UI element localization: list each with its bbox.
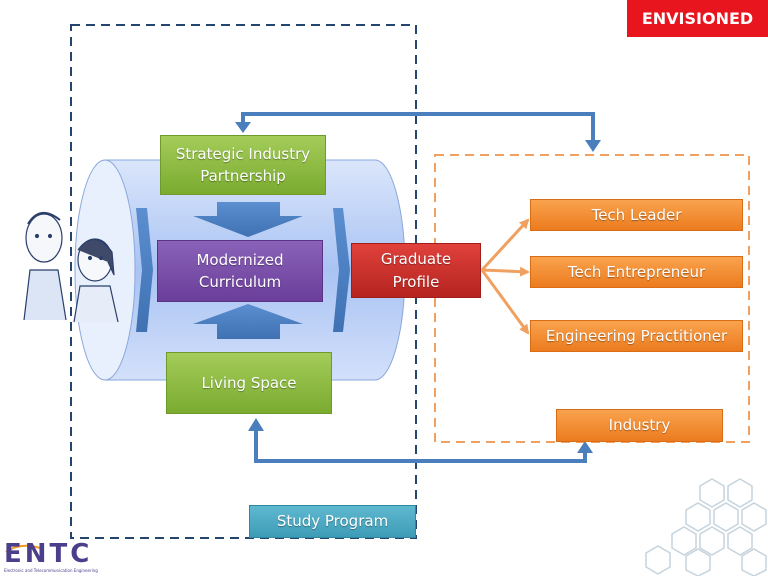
industry-box: Industry	[556, 409, 723, 442]
top-connector	[241, 112, 595, 142]
strategic-partnership-box: Strategic Industry Partnership	[160, 135, 326, 195]
students-illustration-icon	[23, 212, 119, 323]
top-connector-right-head	[585, 140, 601, 152]
tech-leader-box: Tech Leader	[530, 199, 743, 231]
engineering-practitioner-box: Engineering Practitioner	[530, 320, 743, 352]
up-arrow-icon	[193, 304, 303, 339]
bottom-connector-right-head	[577, 441, 593, 453]
top-connector-left-head	[235, 122, 251, 133]
right-chevron-icon	[333, 208, 350, 332]
bottom-connector	[254, 428, 587, 463]
graduate-fan-arrows	[480, 218, 530, 335]
modernized-curriculum-box: Modernized Curriculum	[157, 240, 323, 302]
bottom-connector-left-head	[248, 418, 264, 431]
hexagon-pattern-icon	[645, 478, 767, 576]
tech-entrepreneur-box: Tech Entrepreneur	[530, 256, 743, 288]
living-space-box: Living Space	[166, 352, 332, 414]
graduate-profile-box: Graduate Profile	[351, 243, 481, 298]
envisioned-tag: ENVISIONED	[627, 0, 768, 37]
entc-logo: ENTC	[4, 539, 93, 569]
logo-swoosh-icon	[5, 544, 41, 553]
study-program-box: Study Program	[249, 505, 416, 538]
entc-logo-subtitle: Electronic and Telecommunication Enginee…	[4, 568, 98, 573]
left-chevron-icon	[136, 208, 153, 332]
down-arrow-icon	[193, 202, 303, 237]
industry-frame	[434, 154, 750, 443]
